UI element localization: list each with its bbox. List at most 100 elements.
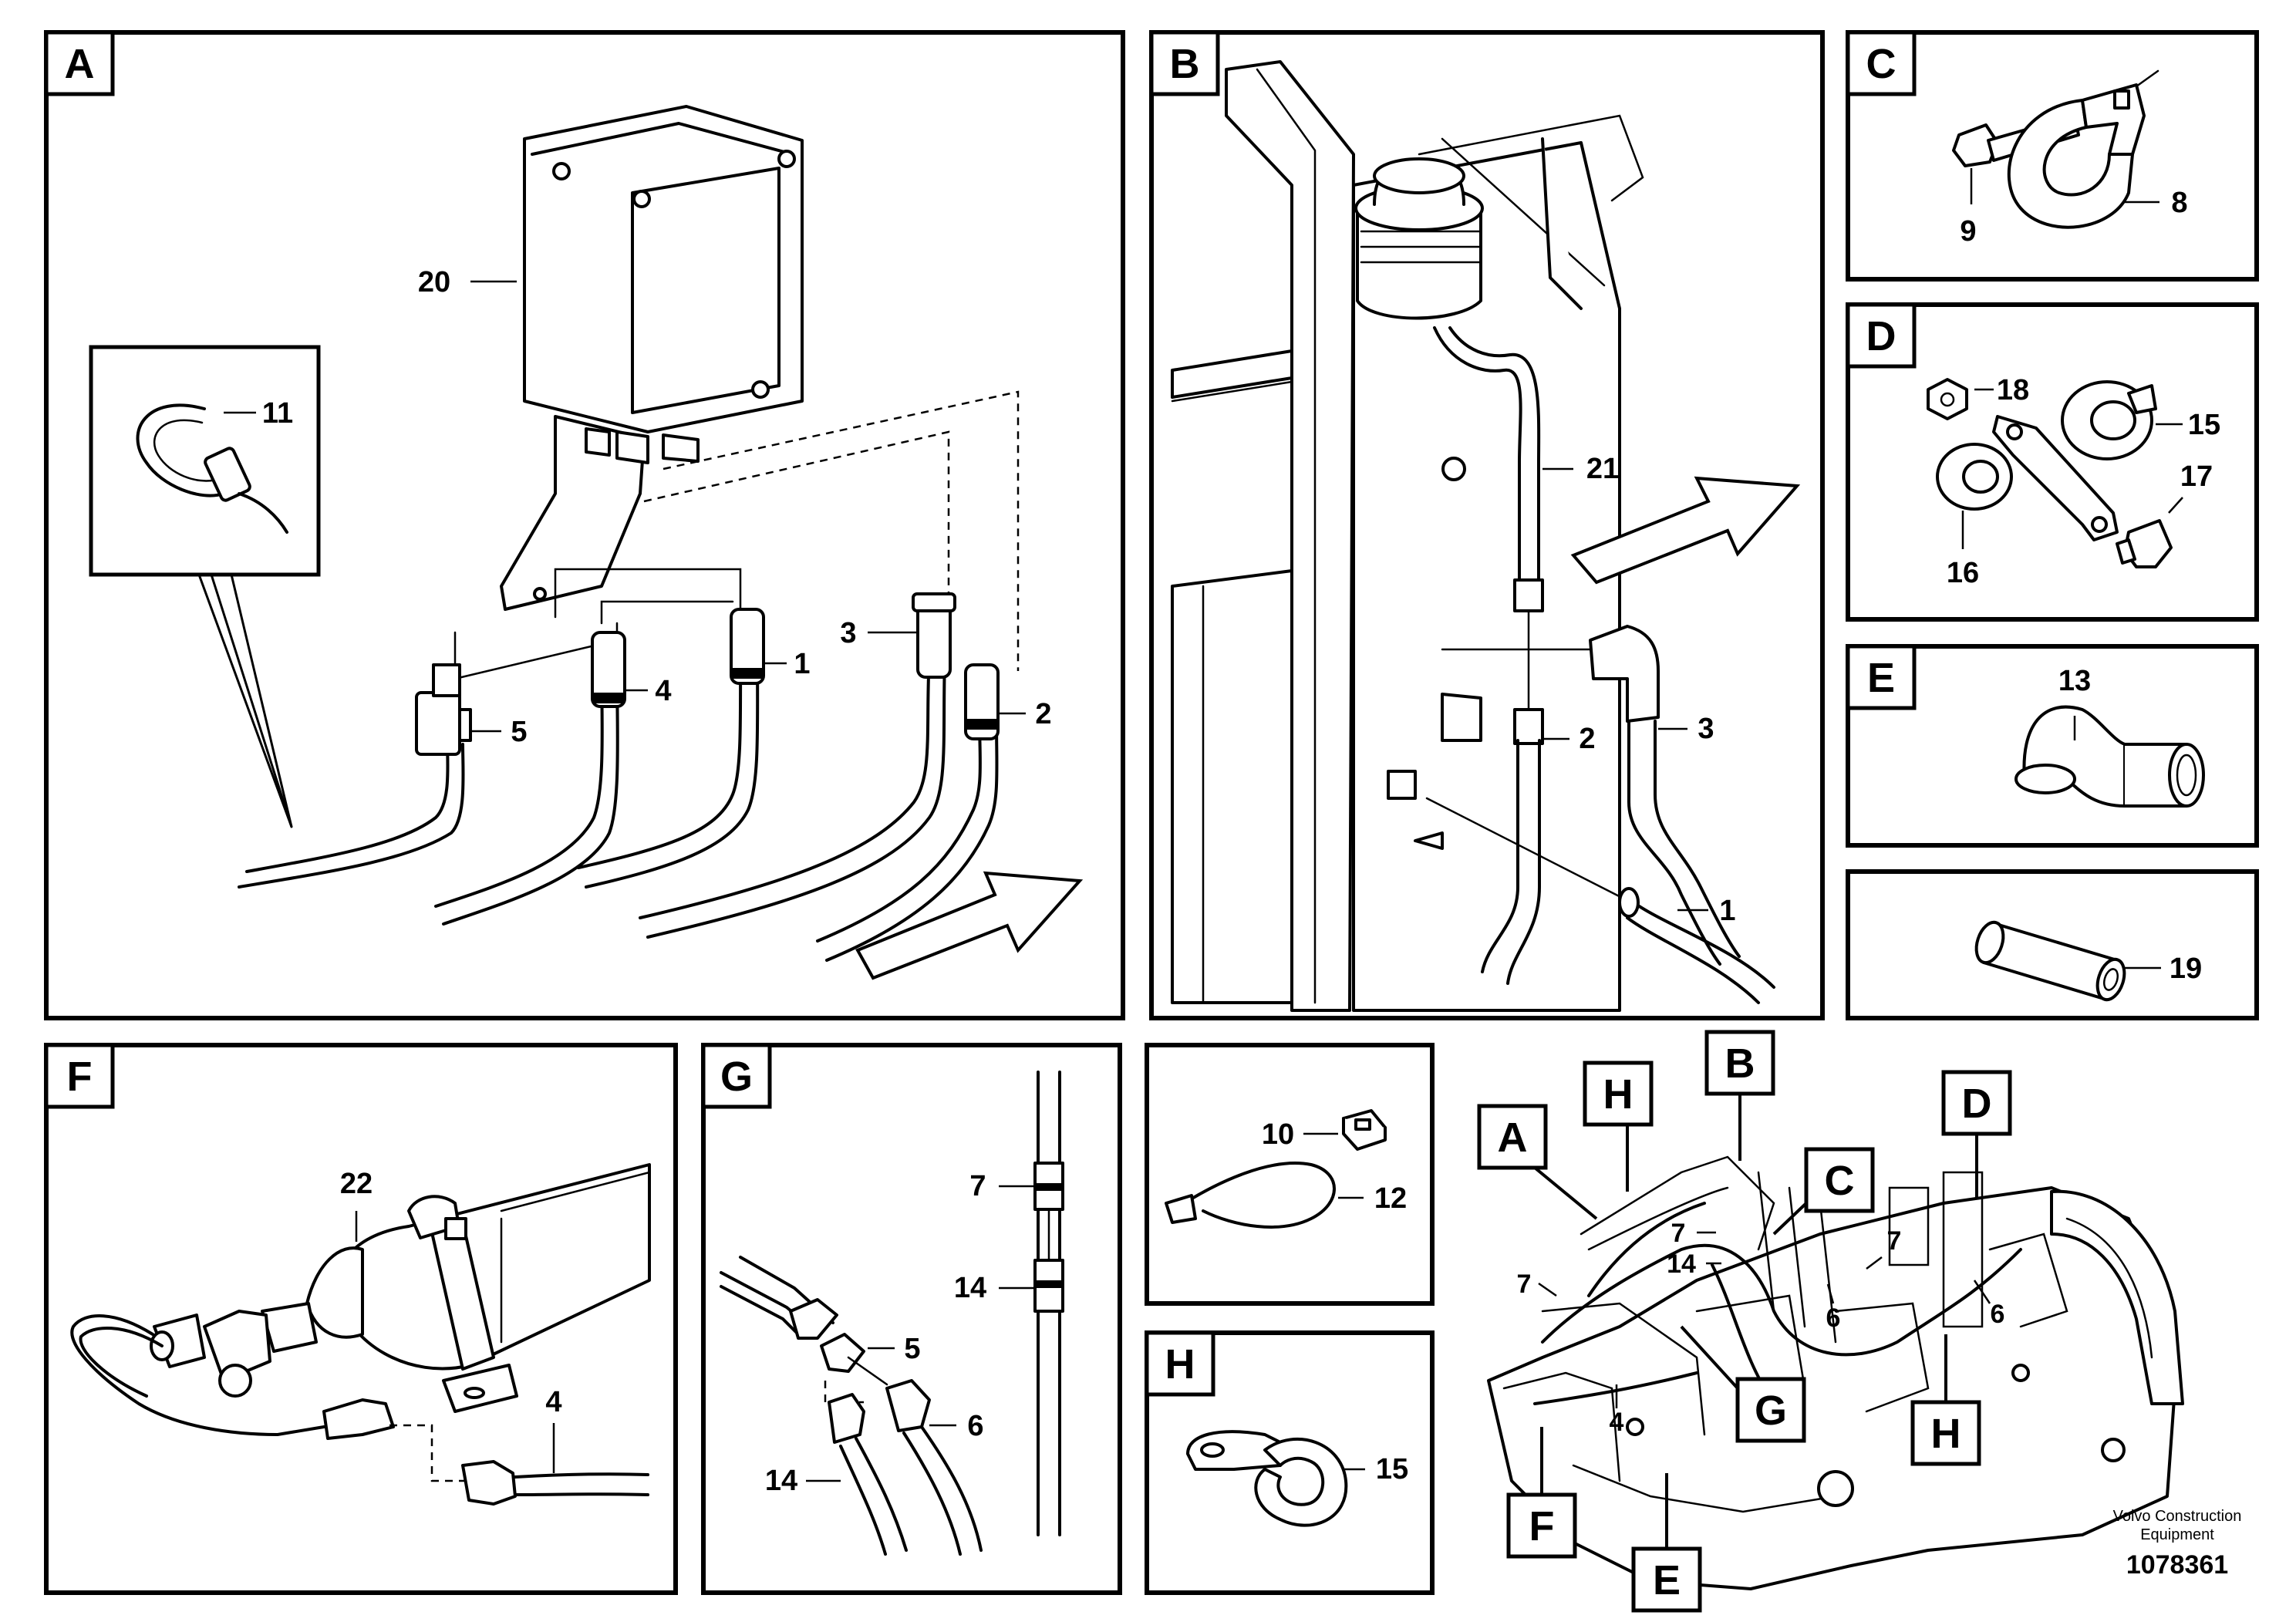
beacon-lamp-icon [1354,157,1484,320]
panel-a-label: A [65,41,95,87]
svg-text:F: F [1529,1503,1555,1549]
callout-17: 17 [2180,460,2213,493]
cable-tie-icon [1165,1162,1336,1229]
callout-1b: 1 [1719,895,1735,927]
frame-structure-icon [1171,60,1644,1012]
overview-tag-g: G [1680,1325,1806,1443]
callout-11: 11 [262,397,293,430]
callout-5g: 5 [904,1333,920,1365]
callout-3b: 3 [1698,713,1714,745]
panel-b-label: B [1170,41,1200,87]
tie-mount-icon [1342,1109,1387,1151]
panel-h: H 15 [1145,1330,1435,1595]
rubber-grommet-large-icon [2061,380,2157,460]
brand-line-1: Volvo Construction [2113,1508,2242,1525]
callout-5: 5 [511,716,527,748]
callout-8: 8 [2171,187,2187,219]
connector-4-icon [591,631,626,708]
svg-text:D: D [1962,1081,1992,1127]
brand-line-2: Equipment [2140,1526,2214,1543]
callout-4f: 4 [545,1386,561,1418]
overview-tag-c: C [1772,1147,1875,1236]
panel-c: C 9 8 [1846,30,2259,282]
callout-16: 16 [1947,557,1979,589]
connector-5-icon [415,663,472,756]
overview-callout-14: 14 [1667,1249,1696,1279]
panel-f: F 22 4 [44,1043,678,1595]
callout-6g: 6 [967,1410,983,1442]
panel-e-label: E [1867,655,1895,701]
nut-icon [1927,378,1968,420]
svg-text:E: E [1653,1557,1681,1603]
callout-19: 19 [2170,953,2202,985]
callout-18: 18 [1997,374,2029,406]
callout-14a: 14 [954,1272,986,1304]
screw-17-icon [2116,519,2173,568]
overview-callout-4: 4 [1610,1408,1624,1437]
connector-1-icon [730,608,765,685]
p-clamp-icon [2007,83,2146,229]
connector-2-icon [964,663,1000,740]
overview-callout-7b: 7 [1517,1270,1532,1299]
double-clamp-bracket-icon [1992,415,2119,541]
loader-machine-icon [1487,1155,2184,1590]
direction-arrow-b-icon [1570,476,1801,585]
callout-10: 10 [1262,1118,1294,1151]
document-number: 1078361 [2126,1550,2228,1580]
callout-2: 2 [1035,698,1051,730]
footer: Volvo Construction Equipment 1078361 [2113,1508,2242,1580]
control-box-icon [500,105,804,611]
panel-h-label: H [1165,1341,1195,1388]
overview-callout-6b: 6 [1991,1300,2005,1329]
p-clamp-h-icon [1186,1430,1348,1527]
callout-20: 20 [418,266,450,298]
panel-a: A 20 [44,30,1125,1020]
callout-3: 3 [840,617,856,649]
panel-d-label: D [1866,313,1896,359]
panel-g-label: G [720,1054,753,1100]
callout-15h: 15 [1376,1453,1408,1485]
panel-cable-tie: 10 12 [1145,1043,1435,1306]
panel-f-label: F [67,1054,93,1100]
overview-tag-h2: H [1910,1334,1981,1466]
overview-tag-a: A [1477,1104,1598,1220]
panel-e: E 13 [1846,644,2259,848]
callout-2b: 2 [1579,723,1595,755]
overview-tag-d: D [1941,1070,2012,1199]
svg-text:G: G [1755,1388,1787,1434]
svg-text:B: B [1725,1040,1755,1087]
sleeve-icon [1974,920,2126,1002]
panel-d: D 18 15 17 16 [1846,302,2259,622]
callout-21: 21 [1586,453,1619,485]
overview-callout-7a: 7 [1671,1219,1686,1248]
connector-3-icon [912,592,956,679]
overview-callout-7c: 7 [1887,1226,1902,1256]
overview-tag-b: B [1704,1030,1775,1161]
svg-text:H: H [1603,1071,1633,1118]
panel-sleeve: 19 [1846,869,2259,1020]
callout-9: 9 [1960,215,1976,248]
panel-b: B 21 [1149,30,1825,1020]
callout-14b: 14 [765,1465,797,1497]
svg-text:C: C [1825,1158,1855,1204]
machine-overview: A H B C D G H [1477,1030,2184,1613]
overview-tag-e: E [1631,1473,1702,1613]
svg-text:H: H [1931,1411,1961,1457]
callout-15d: 15 [2188,409,2220,441]
hose-bundle-icon [238,639,999,962]
panel-g: G 7 14 5 6 14 [701,1043,1122,1595]
callout-13: 13 [2058,665,2091,697]
callout-12: 12 [1374,1182,1407,1215]
direction-arrow-icon [855,871,1084,980]
rubber-grommet-small-icon [1936,443,2013,511]
overview-tag-f: F [1506,1427,1577,1559]
callout-4: 4 [655,675,671,707]
inset-clamp-11 [89,345,321,577]
panel-c-label: C [1866,41,1896,87]
overview-tag-h1: H [1583,1061,1654,1192]
svg-text:A: A [1498,1114,1528,1161]
callout-22: 22 [340,1168,373,1200]
overview-callout-6a: 6 [1826,1303,1841,1333]
elbow-boot-icon [2014,705,2205,808]
